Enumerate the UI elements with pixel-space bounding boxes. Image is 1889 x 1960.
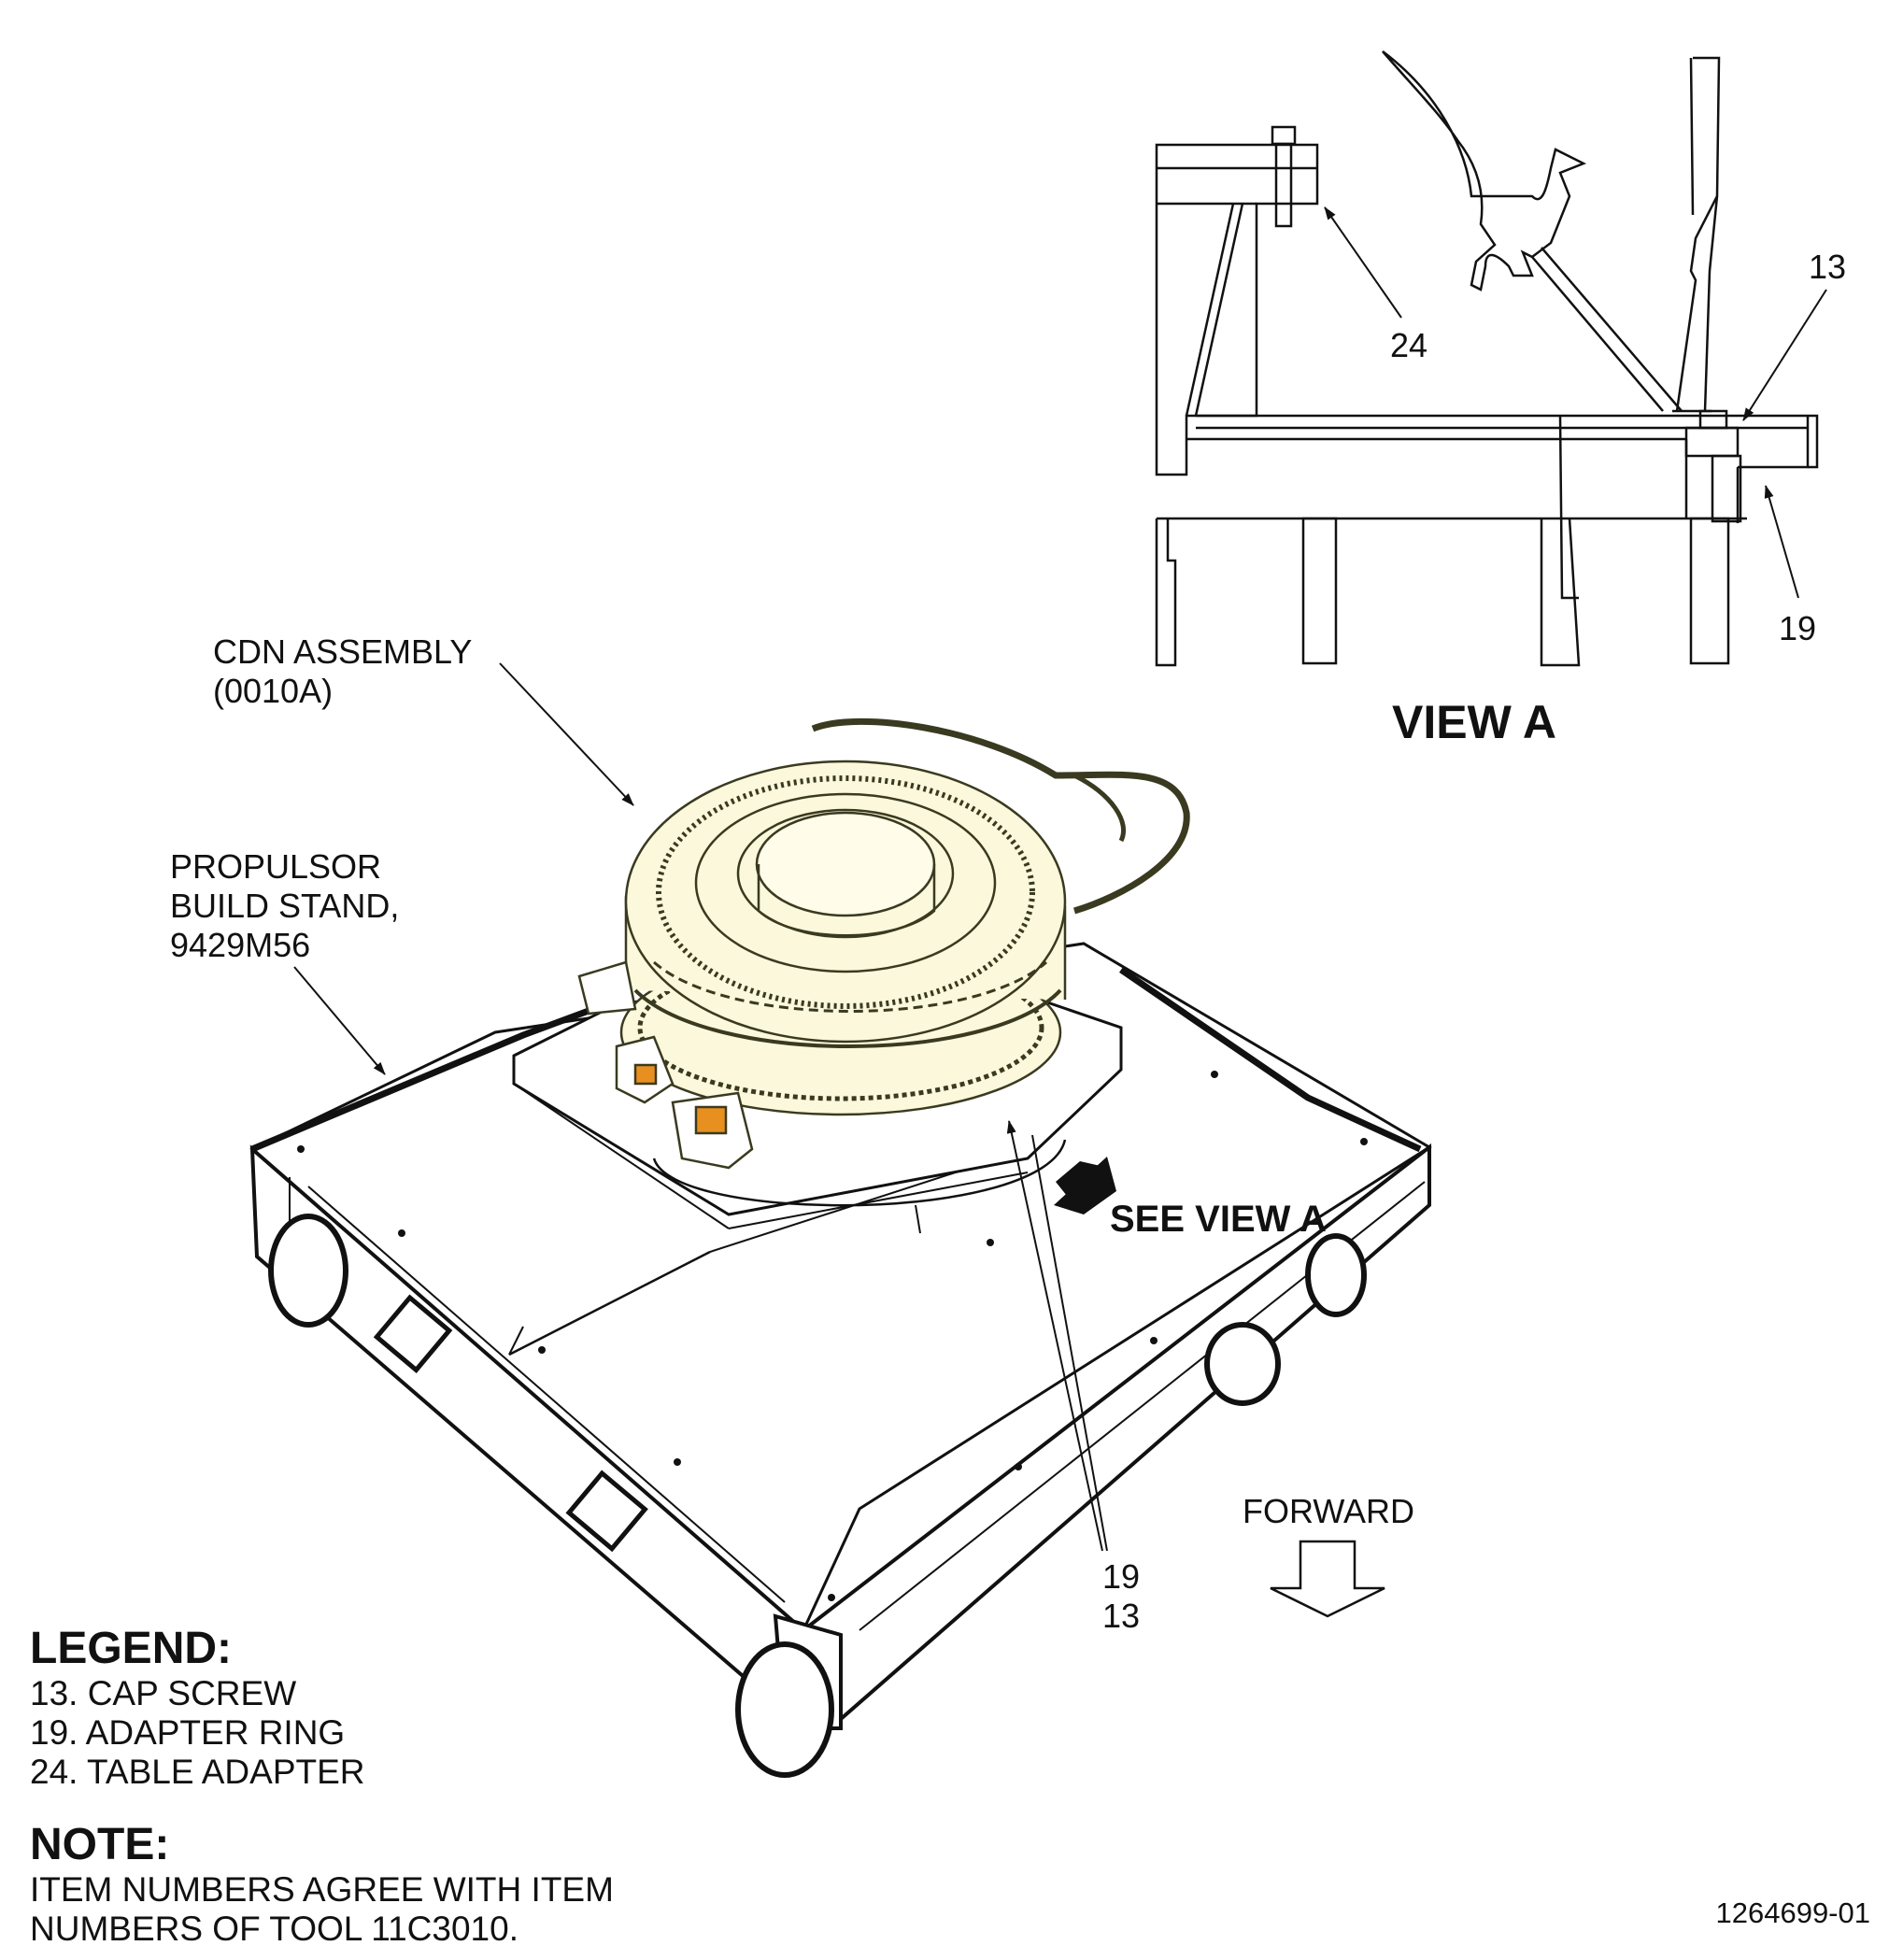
cdn-label-line1: CDN ASSEMBLY [213,632,472,671]
stand-label-line1: PROPULSOR [170,847,381,886]
build-stand [249,942,1432,1778]
stand-label-line2: BUILD STAND, [170,887,399,925]
legend: LEGEND: 13. CAP SCREW 19. ADAPTER RING 2… [30,1624,365,1792]
legend-item: 13. CAP SCREW [30,1674,297,1712]
leader-13-main [1031,1134,1108,1552]
callout-13-top: 13 [1809,248,1846,286]
note: NOTE: ITEM NUMBERS AGREE WITH ITEM NUMBE… [30,1820,614,1949]
legend-item: 24. TABLE ADAPTER [30,1753,365,1791]
see-view-label: SEE VIEW A [1110,1199,1327,1240]
callout-19-main: 19 [1102,1557,1140,1596]
view-a-leaders [1324,206,1827,599]
note-line: NUMBERS OF TOOL 11C3010. [30,1910,518,1948]
leader-19 [1764,485,1799,599]
caster-left [268,1214,348,1328]
note-line: ITEM NUMBERS AGREE WITH ITEM [30,1870,614,1909]
leader-stand [293,966,386,1075]
main-leaders [293,662,1108,1552]
forward-label: FORWARD [1243,1492,1414,1530]
callout-13-main: 13 [1102,1597,1140,1635]
view-a-title: VIEW A [1392,696,1556,748]
cdn-assembly [577,717,1190,1170]
caster-right [1305,1233,1367,1317]
leader-19-main [1006,1120,1103,1552]
note-title: NOTE: [30,1820,170,1869]
caster-front [735,1641,834,1778]
forward-arrow-icon [1270,1540,1385,1618]
callout-24: 24 [1390,326,1427,364]
leader-cdn [499,662,634,806]
view-a-detail [1155,50,1819,667]
leader-13 [1742,289,1827,421]
legend-item: 19. ADAPTER RING [30,1713,346,1752]
leader-24 [1324,206,1402,319]
caster-right-front [1204,1322,1281,1406]
stand-label-line3: 9429M56 [170,926,310,964]
cdn-label-line2: (0010A) [213,672,333,710]
legend-title: LEGEND: [30,1624,232,1673]
callout-19-top: 19 [1779,609,1816,647]
figure-id: 1264699-01 [1715,1896,1871,1929]
